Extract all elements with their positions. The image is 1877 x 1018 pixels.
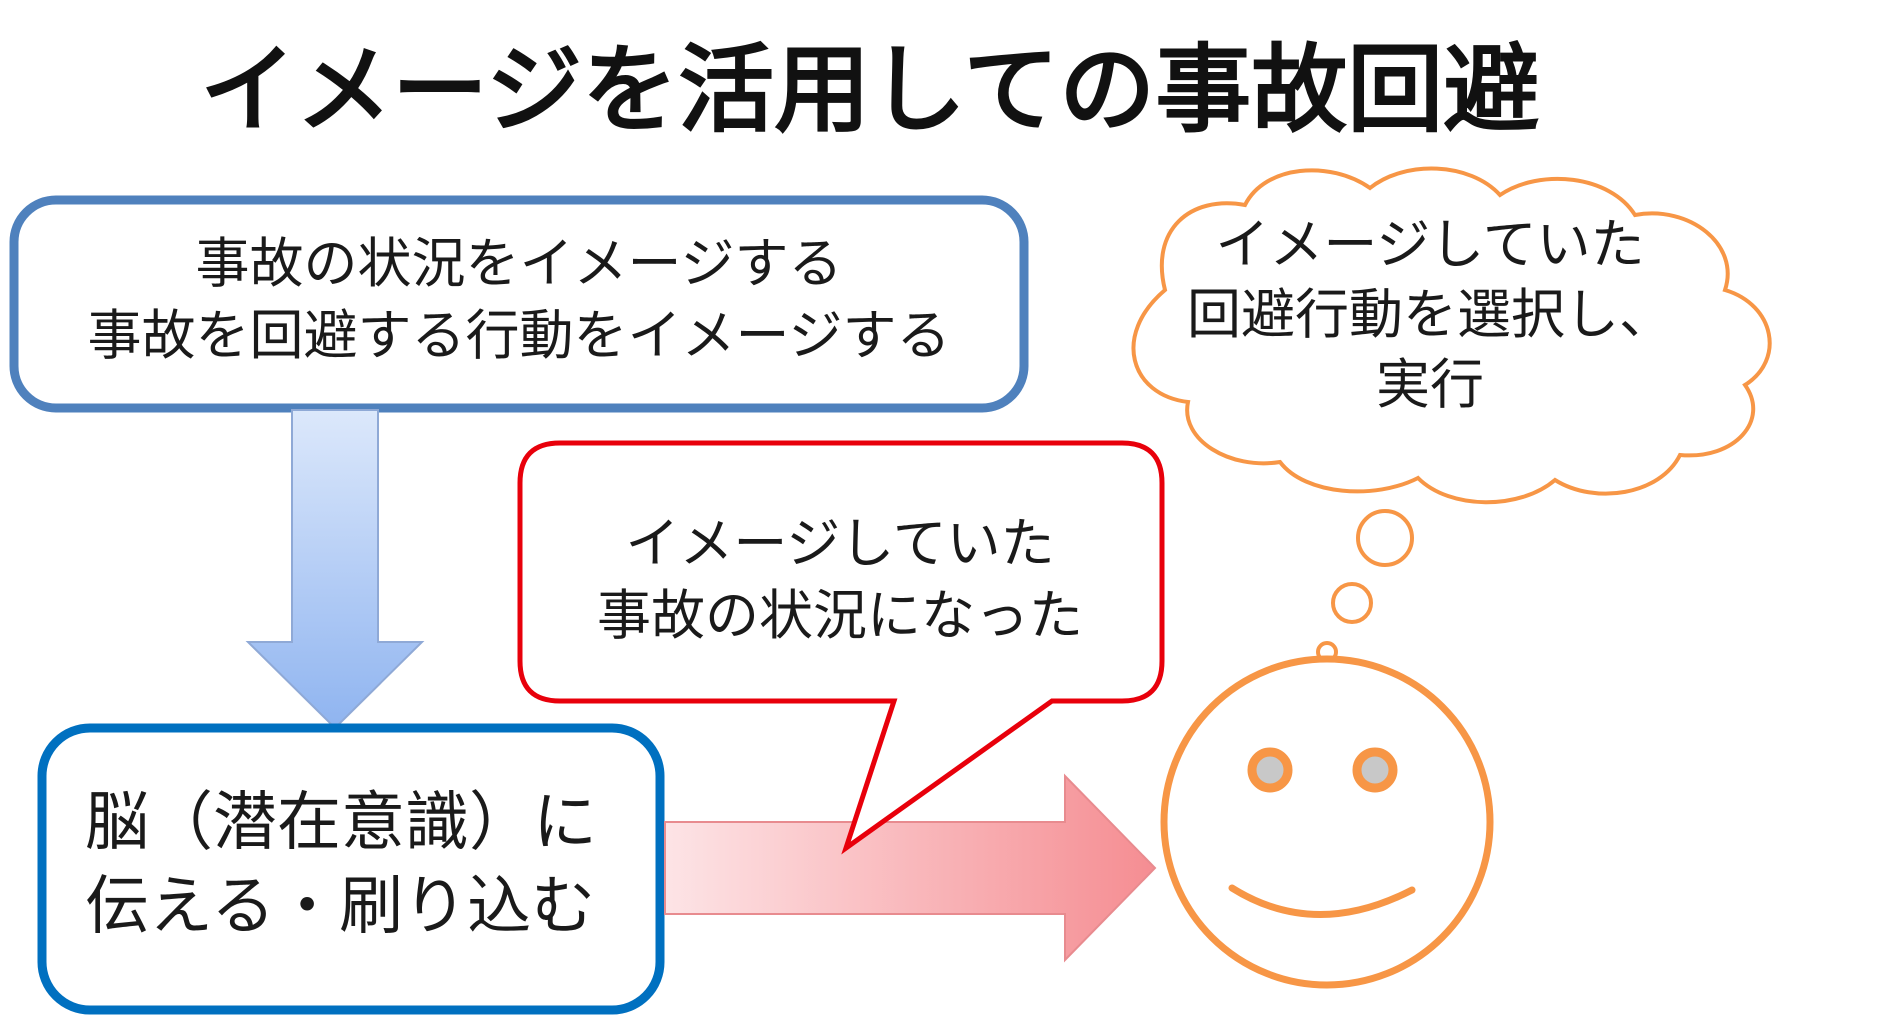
thought-dot-medium [1331, 582, 1373, 624]
top-box-line-2: 事故を回避する行動をイメージする [87, 304, 951, 367]
thought-dot-large [1356, 509, 1414, 567]
thought-line-2: 回避行動を選択し、 [1187, 283, 1673, 346]
face-outline [1160, 655, 1494, 989]
left-eye [1247, 747, 1293, 793]
smiley-face-icon [1160, 655, 1494, 989]
speech-line-1: イメージしていた [625, 512, 1055, 575]
thought-cloud-icon [1131, 166, 1772, 505]
thought-line-1: イメージしていた [1215, 213, 1645, 276]
bottom-box [37, 723, 665, 1015]
bottom-box-text: 脳（潜在意識）に 伝える・刷り込む [50, 765, 650, 965]
right-eye [1352, 747, 1398, 793]
smile-mouth [1228, 884, 1416, 918]
thought-bubble-text: イメージしていた 回避行動を選択し、 実行 [1130, 200, 1730, 430]
top-box-line-1: 事故の状況をイメージする [195, 232, 843, 295]
top-box [9, 195, 1029, 413]
speech-bubble [517, 440, 1165, 855]
thought-line-3: 実行 [1376, 353, 1484, 416]
bottom-box-line-1: 脳（潜在意識）に [85, 786, 597, 860]
right-arrow-icon [664, 773, 1157, 963]
speech-line-2: 事故の状況になった [597, 584, 1083, 647]
top-box-text: 事故の状況をイメージする 事故を回避する行動をイメージする [14, 205, 1024, 395]
page-title: イメージを活用しての事故回避 [200, 34, 1540, 146]
down-arrow-icon [245, 409, 425, 730]
speech-bubble-text: イメージしていた 事故の状況になった [525, 490, 1155, 670]
bottom-box-line-2: 伝える・刷り込む [85, 870, 596, 944]
